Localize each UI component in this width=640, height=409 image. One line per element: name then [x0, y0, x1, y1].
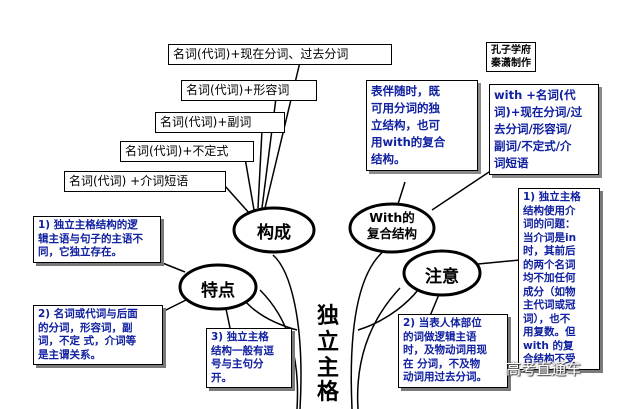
caution-note-line: 在 分词，不及物: [403, 357, 481, 370]
caution-note-line: 当介词是in: [523, 231, 577, 244]
trunk-to-goucheng: [272, 254, 302, 409]
with-note-left-line: 用with的复合: [371, 135, 446, 149]
feature-note-line: 同，它独立存在。: [38, 246, 122, 258]
feature-note-line: 辑主语与句子的主语不: [38, 232, 143, 245]
feature-note-3: 3) 独立主格 结构一般有逗 号与主句分 开。: [206, 328, 292, 388]
with-label-line-1: With的: [369, 210, 415, 225]
caution-note-line: 2) 当表人体部位: [403, 317, 482, 329]
trunk-char-2: 立: [316, 330, 339, 355]
caution-note-line: 主代词或冠: [523, 299, 576, 311]
with-note-right-line: 去分词/形容词/: [494, 122, 572, 136]
composition-box-1: 名词(代词)+现在分词、过去分词: [168, 44, 392, 65]
feature-note-1: 1) 独立主格结构的逻 辑主语与句子的主语不 同，它独立存在。: [33, 216, 161, 263]
trunk-to-with: [350, 249, 386, 409]
oval-tedian: [178, 263, 258, 311]
caution-note-line: 成分（如物: [523, 285, 576, 298]
caution-note-line: 的两个名词: [523, 258, 576, 271]
trunk-to-zhuyi: [357, 289, 419, 331]
with-note-right-line: 副词/不定式/介: [494, 139, 572, 153]
oval-zhuyi: [402, 249, 482, 297]
link-comp-3: [257, 129, 263, 209]
composition-box-5: 名词(代词) +介词短语: [64, 171, 226, 192]
with-note-right-line: with +名词(代: [494, 88, 576, 102]
caution-note-2: 2) 当表人体部位 的词做逻辑主语 时，及物动词用现 在 分词，不及物 动词用过…: [398, 314, 508, 388]
caution-note-line: 1) 独立主格: [523, 191, 581, 203]
feature-note-line: 号与主句分: [211, 358, 264, 370]
watermark-text: 高考直通车: [506, 360, 582, 378]
with-note-left-line: 结构。: [371, 152, 406, 166]
with-note-right: with +名词(代 词)+现在分词/过 去分词/形容词/ 副词/不定式/介 词…: [489, 84, 599, 175]
link-comp-4: [244, 157, 255, 211]
tedian-label: 特点: [201, 281, 235, 301]
composition-box-4: 名词(代词)+不定式: [120, 141, 254, 162]
caution-note-line: with 的复: [523, 339, 574, 352]
feature-note-line: 开。: [211, 371, 232, 384]
credit-box: 孔子学府 秦潇制作: [486, 42, 536, 72]
with-note-left-line: 可用分词的独: [371, 101, 440, 115]
caution-note-line: 用复数。但: [523, 326, 576, 338]
caution-note-line: 时，其前后: [523, 245, 576, 257]
link-caution-1: [477, 259, 521, 265]
link-with-right: [431, 169, 493, 211]
caution-note-line: 时，及物动词用现: [403, 344, 487, 356]
link-comp-5: [224, 185, 251, 215]
caution-note-line: 均不加任何: [523, 272, 576, 284]
feature-note-line: 是主谓关系。: [38, 348, 101, 361]
caution-note-line: 结构使用介: [523, 204, 576, 217]
with-label: With的 复合结构: [350, 210, 434, 242]
with-note-left: 表伴随时，既 可用分词的独 立结构，也可 用with的复合 结构。: [366, 80, 478, 171]
caution-note-line: 词），也不: [523, 312, 571, 325]
oval-with: [348, 202, 436, 254]
feature-note-line: 的分词，形容词，副: [38, 321, 133, 334]
with-note-right-line: 词短语: [494, 156, 529, 170]
feature-note-2: 2) 名词或代词与后面 的分词，形容词，副 词，不定 式，介词等 是主谓关系。: [33, 305, 163, 365]
with-label-line-2: 复合结构: [366, 226, 417, 241]
link-with-left: [397, 181, 406, 205]
goucheng-label: 构成: [257, 223, 291, 243]
caution-note-line: 的词做逻辑主语: [403, 330, 477, 343]
composition-box-3: 名词(代词)+副词: [155, 112, 285, 133]
with-note-left-line: 表伴随时，既: [371, 84, 440, 98]
trunk-char-3: 主: [316, 356, 339, 381]
trunk-right-line: [356, 287, 401, 409]
feature-note-line: 结构一般有逗: [211, 344, 274, 357]
caution-note-line: 词的问题：: [523, 218, 576, 230]
feature-note-line: 2) 名词或代词与后面: [38, 308, 138, 320]
trunk-char-1: 独: [316, 304, 339, 329]
feature-note-line: 1) 独立主格结构的逻: [38, 219, 138, 231]
with-note-left-line: 立结构，也可: [371, 118, 440, 132]
caution-note-1: 1) 独立主格 结构使用介 词的问题： 当介词是in 时，其前后 的两个名词 均…: [518, 188, 600, 370]
oval-goucheng: [232, 206, 316, 254]
zhuyi-label: 注意: [425, 267, 459, 287]
composition-box-2: 名词(代词)+形容词: [181, 80, 317, 101]
feature-note-line: 词，不定 式，介词等: [38, 335, 137, 347]
credit-line-1: 孔子学府: [491, 45, 531, 56]
link-feature-1: [159, 261, 186, 273]
feature-note-line: 3) 独立主格: [211, 331, 269, 343]
caution-note-line: 动词用过去分词。: [403, 371, 487, 383]
trunk-char-4: 格: [316, 380, 339, 405]
credit-line-2: 秦潇制作: [491, 58, 531, 69]
caution-note-line: 合结构不受: [523, 353, 576, 365]
with-note-right-line: 词)+现在分词/过: [494, 105, 583, 119]
